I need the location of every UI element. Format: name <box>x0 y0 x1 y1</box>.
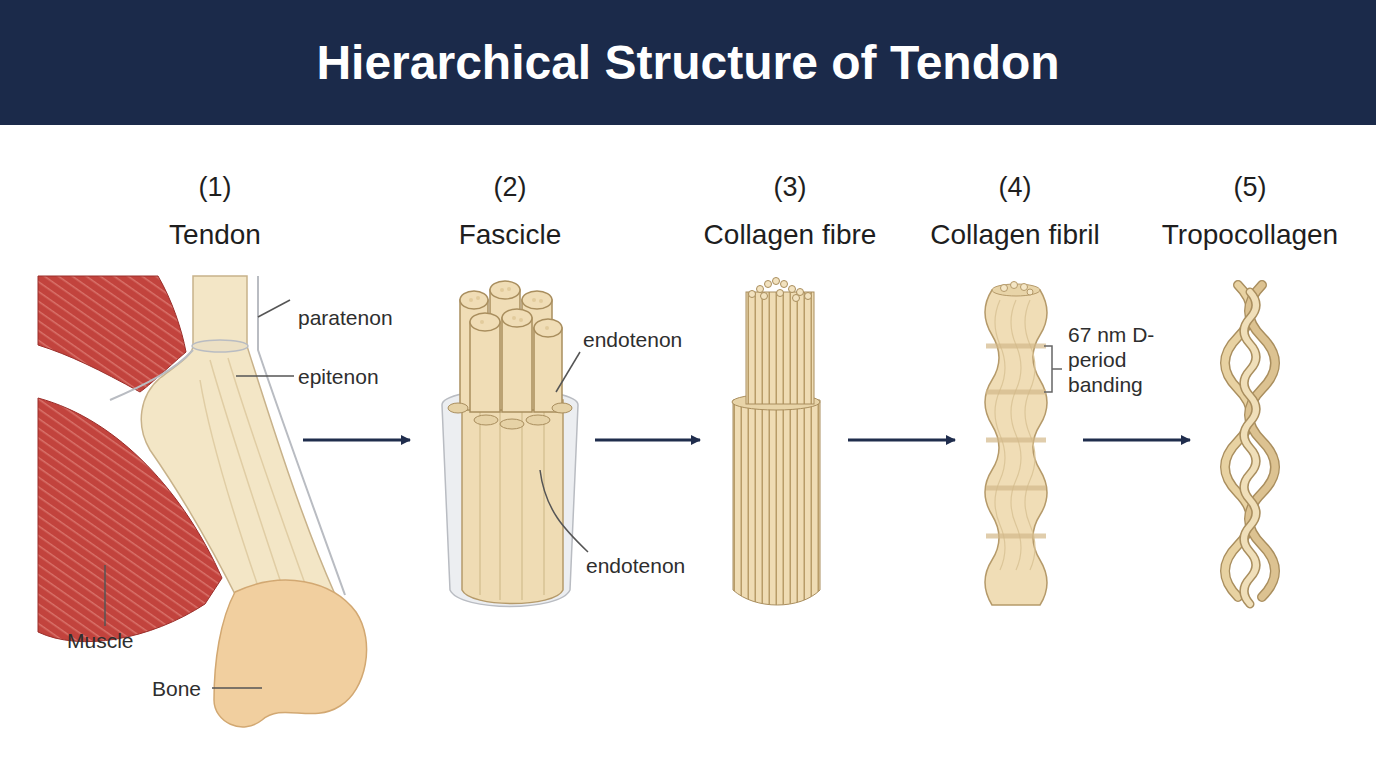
stage-name: Collagen fibril <box>865 218 1165 252</box>
callout-number: (5) <box>1100 172 1376 202</box>
callout-number: (2) <box>360 172 660 202</box>
stage-name: Tropocollagen <box>1100 218 1376 252</box>
part-label: paratenon <box>298 305 393 330</box>
flow-arrow <box>303 439 410 442</box>
stage-name: Collagen fibre <box>640 218 940 252</box>
stage-panel: (2)Fascicle <box>410 165 595 610</box>
part-label: endotenon <box>583 327 682 352</box>
stage-name: Fascicle <box>360 218 660 252</box>
flow-arrow <box>1083 439 1190 442</box>
flow-arrow <box>595 439 700 442</box>
callout-number: (3) <box>640 172 940 202</box>
part-label: epitenon <box>298 364 379 389</box>
stage-name: Tendon <box>65 218 365 252</box>
part-label: endotenon <box>586 553 685 578</box>
part-label: 67 nm D-period banding <box>1068 322 1168 397</box>
part-label: Muscle <box>67 628 134 653</box>
stage-panel: (3)Collagen fibre <box>700 165 848 610</box>
flow-arrow <box>848 439 955 442</box>
stage-panel: (4)Collagen fibril <box>955 165 1083 610</box>
callout-number: (4) <box>865 172 1165 202</box>
part-label: Bone <box>152 676 201 701</box>
diagram-title: Hierarchical Structure of Tendon <box>0 0 1376 125</box>
stage-panel: (5)Tropocollagen <box>1190 165 1310 610</box>
callout-number: (1) <box>65 172 365 202</box>
